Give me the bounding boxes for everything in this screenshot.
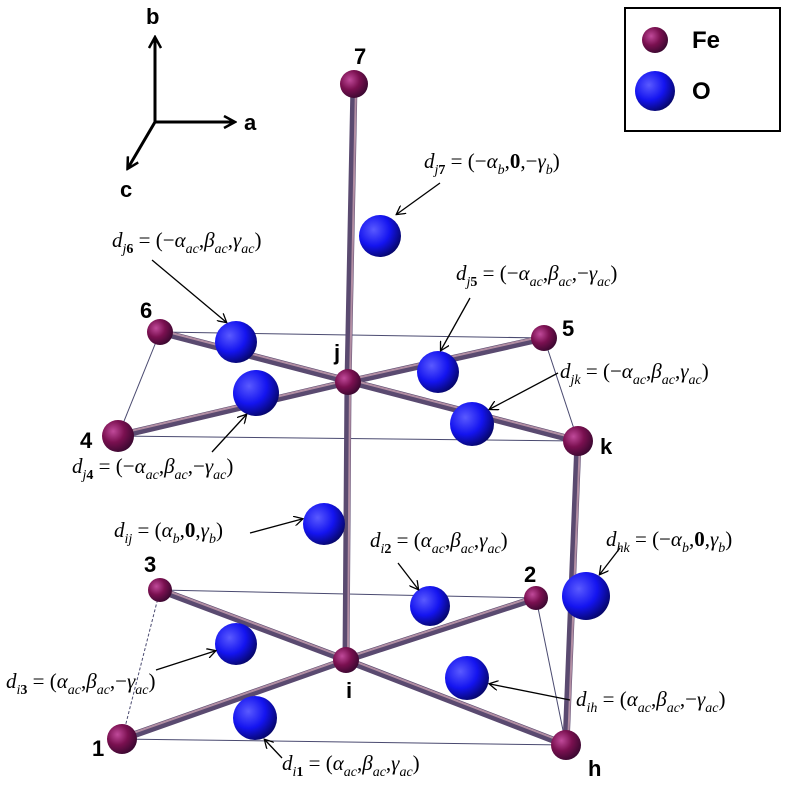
c-axis-label: c: [120, 177, 132, 202]
site-label-5: 5: [562, 316, 574, 341]
oxygen-atom: [215, 321, 257, 363]
iron-atom-1: [107, 724, 137, 754]
oxygen-atom: [233, 696, 277, 740]
site-label-k: k: [600, 434, 613, 459]
bond-vector-label-dj5: dj5 = (−αac,βac,−γac): [456, 261, 617, 290]
site-label-7: 7: [354, 44, 366, 69]
oxygen-atom: [359, 215, 401, 257]
bond-vector-label-dhk: dhk = (−αb,0,γb): [606, 527, 732, 556]
oxygen-atom: [410, 586, 450, 626]
oxygen-atom: [215, 623, 257, 665]
iron-atoms: [102, 70, 593, 760]
iron-atom-k: [563, 426, 593, 456]
axes-triad: b a c: [120, 4, 257, 202]
oxygen-atom: [562, 572, 610, 620]
b-axis-label: b: [146, 4, 159, 29]
oxygen-atom: [233, 370, 279, 416]
oxygen-atom: [417, 351, 459, 393]
oxygen-atoms: [215, 215, 610, 740]
site-label-i: i: [346, 678, 352, 703]
iron-atom-6: [147, 319, 173, 345]
legend-fe-swatch: [642, 27, 668, 53]
site-label-j: j: [333, 340, 340, 365]
site-labels: 7 6 5 4 j k 3 2 i 1 h: [80, 44, 613, 781]
bond-vector-label-dih: dih = (αac,βac,−γac): [576, 687, 726, 716]
bond-vector-label-di1: di1 = (αac,βac,γac): [282, 751, 420, 780]
bond-vector-label-di3: di3 = (αac,βac,−γac): [6, 669, 156, 698]
iron-atom-h: [551, 730, 581, 760]
oxygen-atom: [450, 402, 494, 446]
site-label-1: 1: [92, 736, 104, 761]
annotation-arrows: [151, 182, 621, 759]
iron-atom-7: [340, 70, 368, 98]
iron-atom-4: [102, 420, 134, 452]
site-label-6: 6: [140, 298, 152, 323]
site-label-3: 3: [144, 552, 156, 577]
bond-vector-label-dij: dij = (αb,0,γb): [114, 518, 223, 547]
bond-vector-label-dj7: dj7 = (−αb,0,−γb): [424, 149, 560, 178]
iron-atom-3: [148, 578, 172, 602]
c-axis-arrow: [128, 121, 157, 168]
a-axis-label: a: [244, 110, 257, 135]
oxygen-atom: [445, 656, 489, 700]
iron-atom-5: [531, 325, 557, 351]
bond-vector-label-dj6: dj6 = (−αac,βac,γac): [112, 228, 262, 257]
iron-atom-j: [335, 369, 361, 395]
legend: Fe O: [624, 7, 781, 132]
iron-atom-2: [524, 586, 548, 610]
legend-o-label: O: [692, 78, 711, 105]
legend-o-swatch: [635, 71, 675, 111]
bond-vector-labels: dj7 = (−αb,0,−γb) dj6 = (−αac,βac,γac) dj5…: [6, 149, 732, 780]
iron-atom-i: [333, 647, 359, 673]
site-label-4: 4: [80, 428, 93, 453]
bond-vector-label-di2: di2 = (αac,βac,γac): [370, 528, 508, 557]
site-label-h: h: [588, 756, 601, 781]
bonds: [114, 80, 582, 749]
bond-vector-label-djk: djk = (−αac,βac,γac): [560, 359, 709, 388]
legend-fe-label: Fe: [692, 27, 720, 54]
bond-vector-label-dj4: dj4 = (−αac,βac,−γac): [72, 454, 233, 483]
site-label-2: 2: [524, 562, 536, 587]
oxygen-atom: [303, 503, 345, 545]
